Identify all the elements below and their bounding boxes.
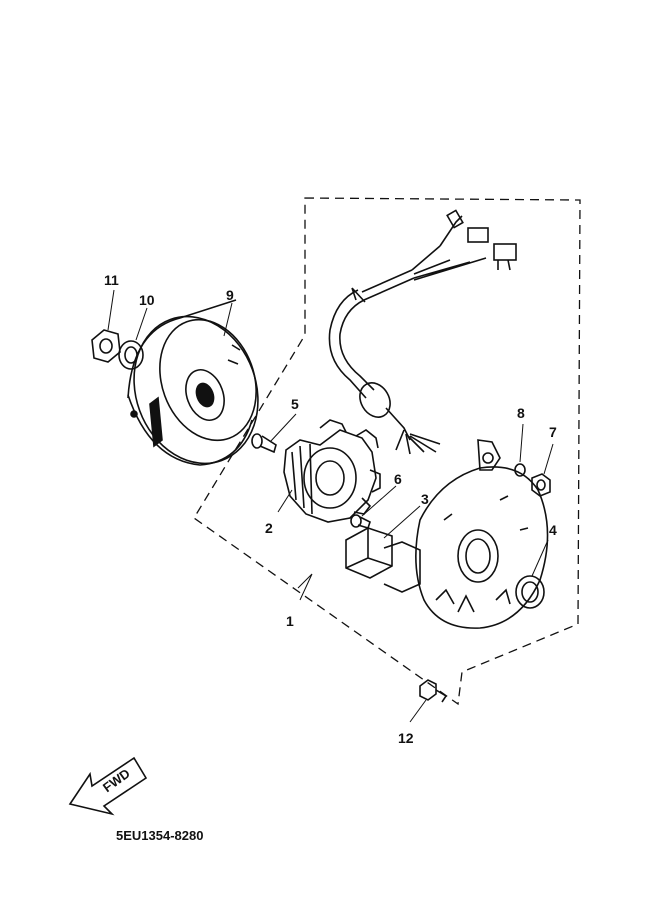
diagram-code: 5EU1354-8280 <box>116 828 204 843</box>
callout-3: 3 <box>421 491 429 507</box>
callout-2: 2 <box>265 520 273 536</box>
callout-9: 9 <box>226 287 234 303</box>
leader-line-11 <box>107 289 115 331</box>
leader-line-9 <box>223 302 233 337</box>
leader-line-6 <box>361 485 397 517</box>
leader-line-5 <box>269 413 297 443</box>
leader-line-10 <box>135 307 148 341</box>
callout-5: 5 <box>291 396 299 412</box>
callout-10: 10 <box>139 292 155 308</box>
assembly-outline <box>193 197 581 706</box>
callout-11: 11 <box>104 272 119 288</box>
wiring-harness-drawing <box>328 209 517 455</box>
leader-line-7 <box>543 443 554 475</box>
bolt-7-drawing <box>531 473 551 497</box>
callout-1: 1 <box>286 613 294 629</box>
pickup-coil-drawing <box>345 527 421 593</box>
callout-6: 6 <box>394 471 402 487</box>
stator-drawing <box>283 419 381 523</box>
leader-line-4 <box>531 539 549 577</box>
flywheel-rotor-drawing <box>127 299 259 466</box>
clip-8-drawing <box>514 463 526 477</box>
fwd-arrow-icon <box>68 756 148 816</box>
leader-line-2 <box>277 489 293 513</box>
leader-line-8 <box>519 423 524 463</box>
nut-drawing <box>91 329 121 363</box>
washer-drawing <box>118 340 144 370</box>
bolt-12-drawing <box>419 679 448 703</box>
callout-12: 12 <box>398 730 414 746</box>
leader-line-3 <box>383 505 421 539</box>
base-plate-drawing <box>415 439 549 629</box>
screw-6-drawing <box>350 514 371 529</box>
callout-8: 8 <box>517 405 525 421</box>
callout-7: 7 <box>549 424 557 440</box>
leader-line-1 <box>297 573 313 601</box>
callout-4: 4 <box>549 522 557 538</box>
screw-5-drawing <box>251 433 277 454</box>
oil-seal-drawing <box>515 575 545 609</box>
leader-line-12 <box>409 699 427 723</box>
